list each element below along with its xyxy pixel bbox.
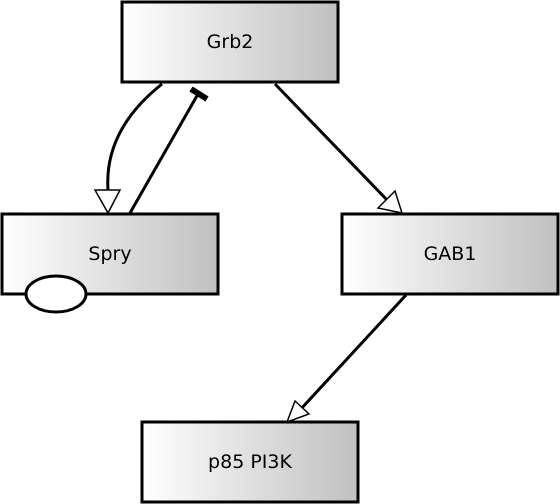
edge-gab1-to-p85 [298,293,408,412]
node-grb2: Grb2 [120,0,340,84]
arrowhead-p85 [285,399,311,424]
edge-spry-to-grb2 [128,93,200,214]
node-spry: Spry [0,212,220,314]
spry-unit-of-information-ellipse [24,274,88,314]
node-gab1: GAB1 [340,212,560,296]
inhibition-bar-grb2 [189,86,209,102]
node-gab1-label: GAB1 [424,243,477,265]
edge-grb2-to-gab1 [273,82,391,204]
arrowhead-gab1 [376,189,404,214]
edges [93,82,408,424]
node-grb2-label: Grb2 [207,31,254,53]
arrowhead-spry [93,189,122,215]
node-p85-pi3k: p85 PI3K [140,420,360,504]
node-p85-pi3k-label: p85 PI3K [208,451,292,473]
edge-grb2-to-spry [106,82,163,191]
node-spry-label: Spry [88,243,131,265]
